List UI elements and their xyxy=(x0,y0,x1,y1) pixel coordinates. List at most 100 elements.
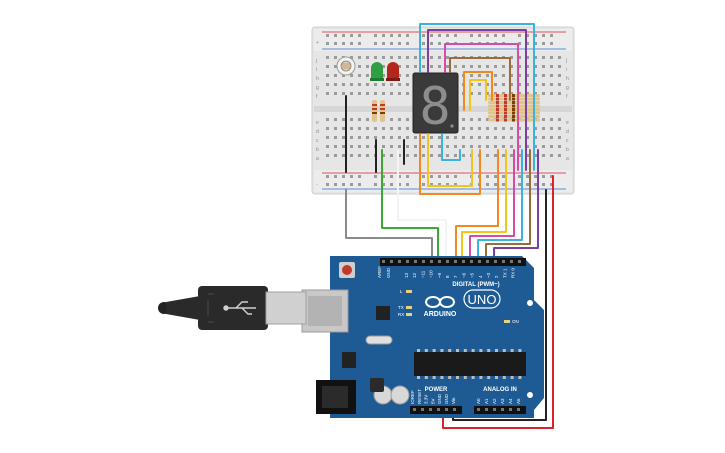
breadboard-hole xyxy=(430,136,433,139)
breadboard-hole xyxy=(518,83,521,86)
breadboard-hole xyxy=(462,145,465,148)
breadboard-hole xyxy=(470,136,473,139)
wire-cyan[interactable] xyxy=(477,149,523,263)
wire-purple[interactable] xyxy=(493,149,539,263)
breadboard-hole xyxy=(486,175,489,178)
aref-label: AREF xyxy=(377,266,382,278)
breadboard-hole xyxy=(334,42,337,45)
breadboard-hole xyxy=(358,92,361,95)
row-letter: d xyxy=(316,129,319,135)
breadboard-hole xyxy=(518,65,521,68)
chip-pin xyxy=(495,376,498,379)
resistor[interactable] xyxy=(380,100,385,122)
arduino-logo xyxy=(425,296,455,308)
breadboard-hole xyxy=(334,34,337,37)
breadboard-hole xyxy=(526,83,529,86)
breadboard-hole xyxy=(382,127,385,130)
led-red[interactable] xyxy=(386,62,400,81)
power-header[interactable] xyxy=(410,406,462,414)
breadboard-hole xyxy=(374,127,377,130)
breadboard-hole xyxy=(518,34,521,37)
breadboard-hole xyxy=(438,136,441,139)
power-pin-label: 3.3V xyxy=(424,395,429,404)
wire-pink-top[interactable] xyxy=(444,43,519,171)
breadboard-hole xyxy=(374,92,377,95)
breadboard-hole xyxy=(430,183,433,186)
breadboard-hole xyxy=(374,136,377,139)
breadboard-hole xyxy=(502,154,505,157)
breadboard-hole xyxy=(502,127,505,130)
breadboard-hole xyxy=(326,175,329,178)
board-body xyxy=(330,256,544,418)
breadboard-hole xyxy=(494,175,497,178)
chip-pin xyxy=(424,349,428,352)
breadboard-hole xyxy=(518,145,521,148)
breadboard-hole xyxy=(510,83,513,86)
breadboard-hole xyxy=(326,145,329,148)
breadboard-hole xyxy=(526,92,529,95)
resistor-band xyxy=(496,101,499,104)
wire-orange-top[interactable] xyxy=(463,71,493,111)
led-on xyxy=(504,320,510,323)
photoresistor[interactable] xyxy=(336,56,356,76)
wire-orange[interactable] xyxy=(455,149,499,263)
breadboard-hole xyxy=(438,34,441,37)
wire-yellow-top[interactable] xyxy=(469,79,487,111)
breadboard-hole xyxy=(374,83,377,86)
breadboard-hole xyxy=(414,136,417,139)
header-pin xyxy=(462,260,465,263)
breadboard-hole xyxy=(326,127,329,130)
analog-header[interactable] xyxy=(474,406,526,414)
breadboard-hole xyxy=(406,83,409,86)
wire-orange-bottom[interactable] xyxy=(419,133,481,195)
row-letter: b xyxy=(566,147,569,153)
led-green[interactable] xyxy=(370,62,384,81)
resistor[interactable] xyxy=(372,100,377,122)
wire-gray[interactable] xyxy=(345,189,433,263)
digital-header[interactable] xyxy=(380,258,526,266)
chip-pin xyxy=(479,376,483,379)
breadboard-hole xyxy=(334,175,337,178)
breadboard-hole xyxy=(534,183,537,186)
wire-cyan-top[interactable] xyxy=(419,23,535,171)
chip-pin xyxy=(456,376,459,379)
resistor-band xyxy=(496,97,499,101)
chip-pin xyxy=(448,376,452,379)
breadboard-hole xyxy=(550,183,553,186)
rail-top xyxy=(314,29,572,51)
header-pin xyxy=(437,408,440,411)
breadboard-hole xyxy=(494,34,497,37)
reset-button[interactable] xyxy=(339,262,355,278)
resistor-band xyxy=(504,94,507,97)
wire-red-5v[interactable] xyxy=(442,175,554,429)
breadboard-hole xyxy=(342,136,345,139)
wire-cyan-bottom[interactable] xyxy=(441,133,461,161)
resistor-band xyxy=(512,108,515,111)
digital-pin-label: 2 xyxy=(494,275,499,278)
row-letter: h xyxy=(566,76,569,82)
power-jack[interactable] xyxy=(316,380,356,414)
breadboard-hole xyxy=(494,74,497,77)
seven-segment-display[interactable]: 8 xyxy=(412,72,459,137)
wire-purple-top[interactable] xyxy=(427,29,527,171)
wire-white[interactable] xyxy=(397,149,447,263)
breadboard-hole xyxy=(526,34,529,37)
wire-brown[interactable] xyxy=(485,149,531,263)
breadboard-hole xyxy=(454,136,457,139)
wire-yellow-bottom[interactable] xyxy=(427,133,473,187)
wire-pink[interactable] xyxy=(469,149,515,263)
wire-brown-top[interactable] xyxy=(449,57,511,101)
usb-port[interactable] xyxy=(301,289,349,333)
resistor-band xyxy=(504,115,507,118)
resistor-band xyxy=(504,101,507,104)
breadboard-hole xyxy=(342,92,345,95)
breadboard-hole xyxy=(502,136,505,139)
breadboard-hole xyxy=(502,74,505,77)
breadboard-hole xyxy=(542,74,545,77)
breadboard-hole xyxy=(486,92,489,95)
breadboard-hole xyxy=(406,74,409,77)
wire-yellow[interactable] xyxy=(461,149,507,263)
breadboard-hole xyxy=(470,145,473,148)
wire-green[interactable] xyxy=(381,149,439,263)
